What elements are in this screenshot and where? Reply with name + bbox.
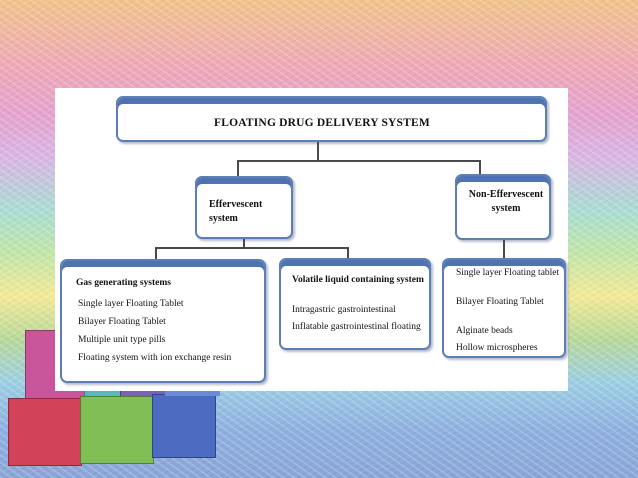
gas-generating-box: Gas generating systems Single layer Floa… (60, 259, 266, 383)
nonef-item-2: Bilayer Floating Tablet (456, 297, 544, 307)
non-effervescent-items-box: Single layer Floating tablet Bilayer Flo… (442, 258, 566, 358)
effervescent-label: Effervescent system (209, 199, 263, 224)
connector (155, 247, 349, 249)
gas-item-4: Floating system with ion exchange resin (78, 353, 232, 363)
effervescent-box: Effervescent system (195, 176, 293, 239)
connector (155, 247, 157, 261)
volatile-liquid-heading: Volatile liquid containing system (292, 275, 424, 285)
gas-item-2: Bilayer Floating Tablet (78, 317, 166, 327)
non-effervescent-box: Non-Effervescent system (455, 174, 551, 240)
blue-block-top (165, 386, 220, 396)
connector (479, 160, 481, 176)
connector (243, 239, 245, 249)
gas-item-1: Single layer Floating Tablet (78, 299, 184, 309)
connector (237, 160, 481, 162)
volatile-item-1: Intragastric gastrointestinal (292, 305, 396, 315)
red-block (8, 398, 82, 466)
connector (503, 240, 505, 258)
nonef-item-3: Alginate beads (456, 326, 513, 336)
volatile-item-2: Inflatable gastrointestinal floating (292, 322, 421, 332)
green-block (80, 396, 154, 464)
gas-generating-heading: Gas generating systems (76, 278, 171, 288)
nonef-item-1: Single layer Floating tablet (456, 268, 560, 278)
connector (347, 247, 349, 259)
volatile-liquid-box: Volatile liquid containing system Intrag… (279, 258, 431, 350)
title-box: FLOATING DRUG DELIVERY SYSTEM (116, 96, 547, 142)
diagram-panel: FLOATING DRUG DELIVERY SYSTEM Effervesce… (55, 88, 568, 391)
nonef-item-4: Hollow microspheres (456, 343, 538, 353)
non-effervescent-label: Non-Effervescent system (468, 189, 544, 214)
diagram-title: FLOATING DRUG DELIVERY SYSTEM (214, 117, 430, 129)
connector (237, 160, 239, 178)
connector (317, 142, 319, 162)
gas-item-3: Multiple unit type pills (78, 335, 166, 345)
blue-block (152, 394, 216, 458)
